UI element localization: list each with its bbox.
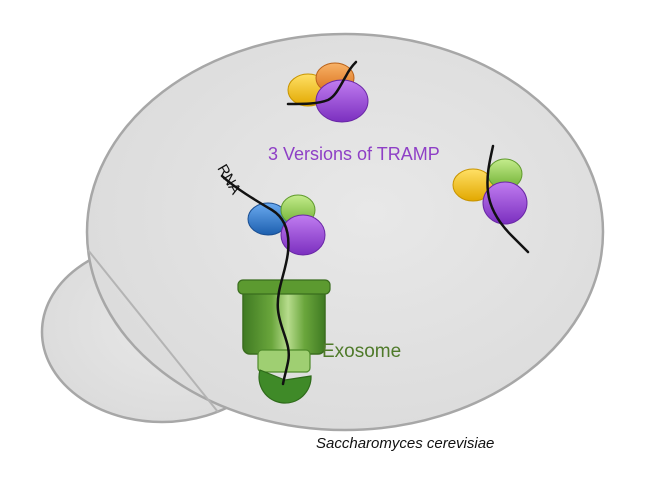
bud-neck — [87, 249, 219, 413]
tramp-complex-top — [286, 60, 369, 123]
tramp-complex-right — [452, 144, 530, 254]
rna-strand — [486, 144, 530, 254]
exosome-barrel-ring — [237, 279, 331, 295]
exosome-lower-ring — [257, 349, 311, 373]
rna-strand-long — [220, 174, 291, 386]
tramp-complex-center — [247, 194, 326, 256]
purple-protein — [280, 214, 326, 256]
exosome — [237, 279, 331, 404]
exosome-cap — [258, 369, 312, 404]
exosome-label: Exosome — [322, 341, 401, 362]
purple-protein — [315, 79, 369, 123]
yeast-mother-cell — [85, 32, 605, 432]
rna-strand — [286, 60, 358, 106]
organism-label: Saccharomyces cerevisiae — [316, 435, 494, 452]
tramp-label: 3 Versions of TRAMP — [268, 144, 440, 164]
